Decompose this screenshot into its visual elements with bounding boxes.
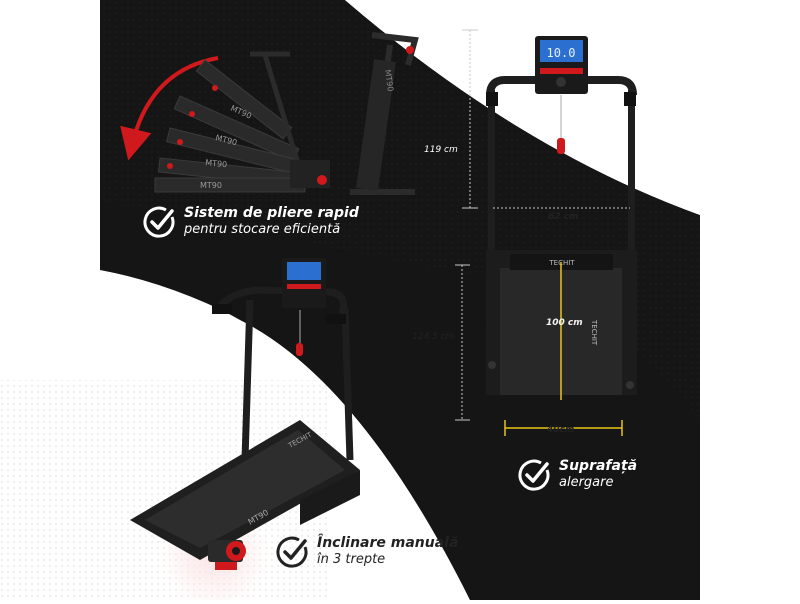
check-circle-icon [276, 536, 308, 568]
svg-text:MT90: MT90 [383, 69, 395, 92]
feature-incline: Înclinare manuală în 3 trepte [275, 535, 458, 569]
svg-text:TECHIT: TECHIT [590, 319, 598, 346]
dim-belt-length: 100 cm [546, 318, 583, 328]
folding-sequence: MT90 MT90 MT90 MT90 MT90 [120, 32, 419, 195]
treadmill-front: 10.0 TECHIT TECHIT [455, 29, 637, 436]
svg-text:MT90: MT90 [200, 181, 222, 190]
feature-surface-title: Suprafață [559, 458, 638, 474]
lcd-readout: 10.0 [547, 46, 576, 60]
check-circle-icon [518, 459, 550, 491]
right-panel [345, 0, 800, 600]
svg-text:TECHIT: TECHIT [548, 259, 575, 267]
feature-folding-title: Sistem de pliere rapid [184, 205, 359, 221]
dim-belt-width: 40cm [547, 425, 575, 435]
feature-surface: Suprafață alergare [517, 458, 637, 492]
dim-handle-width: 62 cm [548, 212, 579, 222]
lcd-screen [540, 40, 583, 62]
dim-height: 119 cm [424, 145, 458, 155]
feature-folding-subtitle: pentru stocare eficientă [184, 221, 341, 237]
feature-incline-title: Înclinare manuală [317, 535, 459, 551]
feature-folding: Sistem de pliere rapid pentru stocare ef… [142, 205, 359, 239]
dim-total-length: 124.5 cm [412, 332, 455, 342]
feature-incline-subtitle: în 3 trepte [317, 551, 386, 567]
feature-surface-subtitle: alergare [559, 474, 614, 490]
check-circle-icon [143, 206, 175, 238]
treadmill-angled: TECHIT MT90 [130, 258, 360, 604]
svg-text:MT90: MT90 [205, 158, 228, 169]
